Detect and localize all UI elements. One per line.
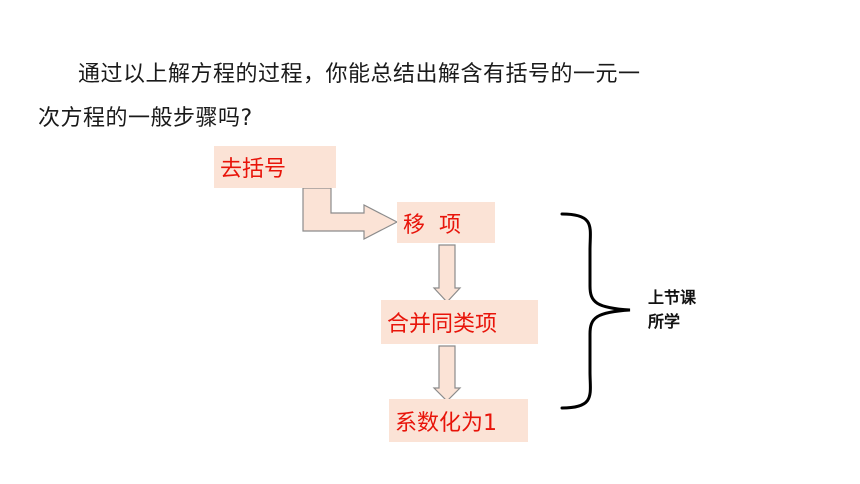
question-line-2: 次方程的一般步骤吗? [38, 106, 253, 131]
side-note-line-2: 所学 [648, 312, 681, 331]
down-arrow-1 [432, 244, 462, 303]
step-normalize-coefficient: 系数化为1 [389, 399, 528, 442]
step-combine-like-terms: 合并同类项 [381, 300, 538, 344]
right-brace [560, 212, 631, 410]
side-note-line-1: 上节课 [648, 288, 697, 307]
bent-arrow [302, 187, 399, 240]
step-remove-brackets: 去括号 [214, 146, 336, 188]
step-label: 系数化为1 [395, 410, 497, 436]
side-note: 上节课 所学 [648, 286, 696, 334]
step-transpose-terms: 移 项 [397, 202, 495, 243]
step-label: 合并同类项 [387, 312, 498, 337]
step-label: 移 项 [403, 212, 461, 238]
question-line-1: 通过以上解方程的过程，你能总结出解含有括号的一元一 [78, 62, 641, 87]
step-label: 去括号 [220, 157, 287, 182]
down-arrow-2 [432, 345, 462, 402]
